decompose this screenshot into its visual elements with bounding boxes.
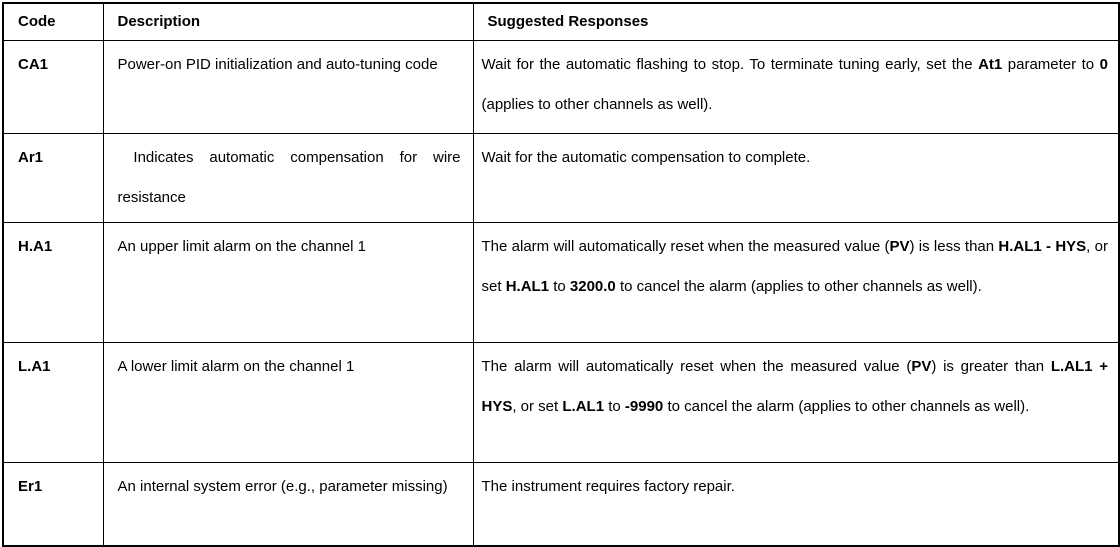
header-code: Code [2,2,104,41]
table-row: CA1 Power-on PID initialization and auto… [2,39,1120,134]
response-text: The instrument requires factory repair. [472,461,1120,547]
code-value: L.A1 [2,341,104,463]
code-value: Ar1 [2,132,104,223]
table-row: Ar1 Indicates automatic compensation for… [2,132,1120,223]
table-row: Er1 An internal system error (e.g., para… [2,461,1120,547]
description-text: A lower limit alarm on the channel 1 [102,341,474,463]
description-text: An internal system error (e.g., paramete… [102,461,474,547]
code-value: Er1 [2,461,104,547]
description-text: Indicates automatic compensation for wir… [102,132,474,223]
description-text: Power-on PID initialization and auto-tun… [102,39,474,134]
table-header-row: Code Description Suggested Responses [2,2,1120,41]
table-row: L.A1 A lower limit alarm on the channel … [2,341,1120,463]
response-text: The alarm will automatically reset when … [472,221,1120,343]
description-text: An upper limit alarm on the channel 1 [102,221,474,343]
response-text: Wait for the automatic flashing to stop.… [472,39,1120,134]
code-value: H.A1 [2,221,104,343]
header-suggested-responses: Suggested Responses [472,2,1120,41]
response-text: The alarm will automatically reset when … [472,341,1120,463]
code-value: CA1 [2,39,104,134]
response-text: Wait for the automatic compensation to c… [472,132,1120,223]
table-row: H.A1 An upper limit alarm on the channel… [2,221,1120,343]
header-description: Description [102,2,474,41]
